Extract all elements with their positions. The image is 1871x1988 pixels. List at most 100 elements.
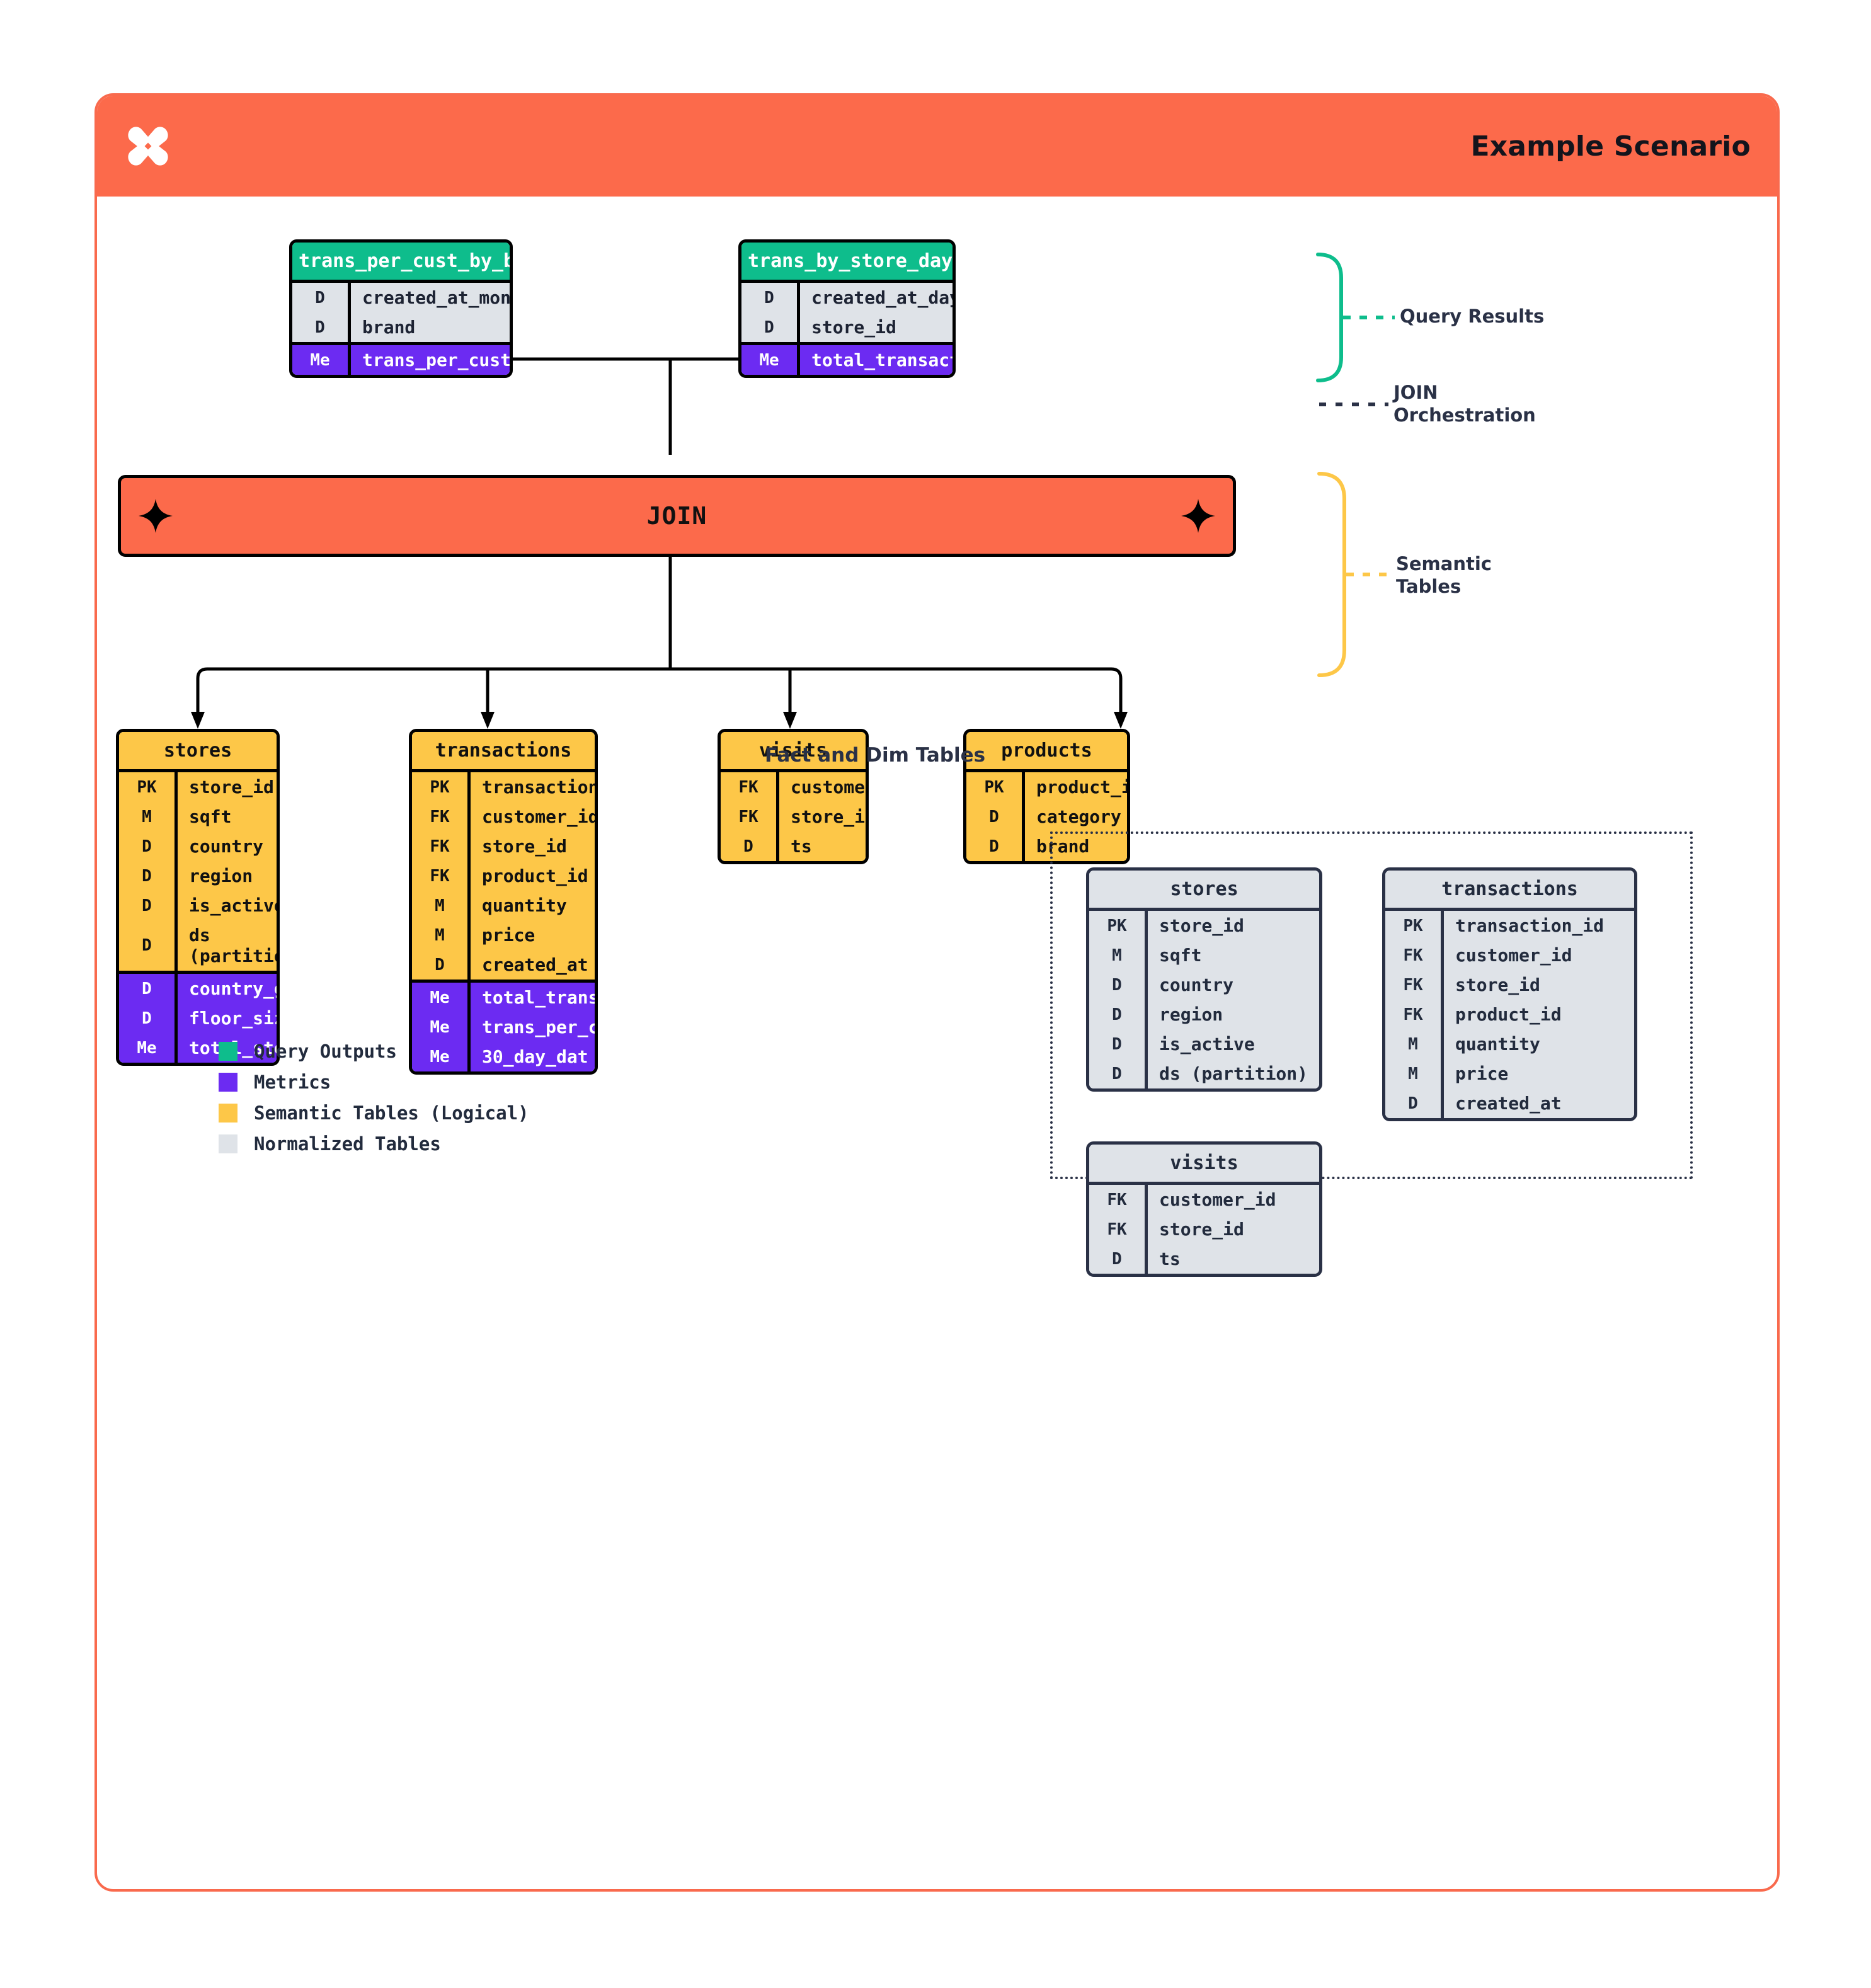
table-title: stores — [1089, 871, 1319, 911]
column-name: price — [467, 920, 595, 950]
table-title: products — [966, 732, 1127, 772]
column-name: created_at — [1441, 1088, 1634, 1118]
metric-key: Me — [759, 350, 779, 370]
column-name: price — [1441, 1059, 1634, 1088]
metrics-section: Me total_transactions — [741, 342, 953, 375]
column-key: FK — [1403, 975, 1423, 995]
join-label: JOIN — [646, 502, 707, 530]
column-name: region — [1145, 1000, 1319, 1029]
legend: Query Outputs Metrics Semantic Tables (L… — [219, 1041, 529, 1164]
table-title: trans_by_store_day — [741, 243, 953, 283]
sparkle-icon — [1181, 499, 1215, 533]
annotation-line-1: JOIN — [1393, 382, 1438, 403]
metric-name: trans_per_cust — [348, 345, 510, 375]
column-name: quantity — [1441, 1029, 1634, 1059]
annotation-query-results: Query Results — [1400, 306, 1545, 327]
column-key: FK — [430, 837, 450, 856]
table-row: D store_id — [741, 312, 953, 342]
column-name: country — [1145, 970, 1319, 1000]
table-row: D brand — [292, 312, 510, 342]
column-key: D — [435, 955, 445, 974]
column-key: M — [1408, 1034, 1418, 1054]
column-key: D — [1408, 1094, 1418, 1113]
table-title: visits — [721, 732, 866, 772]
metric-name: floor_size — [175, 1003, 277, 1033]
table-title: stores — [119, 732, 277, 772]
column-name: product_id — [1022, 772, 1127, 802]
table-row: D created_at_month — [292, 283, 510, 312]
metrics-section: Me trans_per_cust — [292, 342, 510, 375]
table-body: D created_at_month D brand — [292, 283, 510, 342]
column-name: created_at_month — [348, 283, 510, 312]
column-key: M — [1112, 945, 1122, 965]
column-key: D — [142, 896, 152, 915]
column-name: store_id — [797, 312, 953, 342]
metric-row: Me trans_per_cust — [412, 1012, 595, 1042]
column-name: customer_id — [1145, 1185, 1319, 1214]
column-name: ts — [1145, 1244, 1319, 1274]
legend-swatch-query-outputs — [219, 1042, 237, 1061]
table-row: D created_at_day — [741, 283, 953, 312]
column-key: D — [315, 317, 325, 337]
butterfly-x-logo-icon — [128, 127, 168, 166]
column-key: D — [989, 807, 999, 826]
column-name: store_id — [467, 831, 595, 861]
query-result-table-0[interactable]: trans_per_cust_by_brand_month D created_… — [289, 239, 513, 378]
column-name: region — [175, 861, 277, 891]
column-key: D — [1112, 1034, 1122, 1054]
column-name: ds (partition) — [1145, 1059, 1319, 1088]
column-key: D — [764, 288, 774, 307]
column-name: product_id — [467, 861, 595, 891]
column-name: store_id — [1145, 911, 1319, 940]
metric-key: D — [142, 1008, 152, 1028]
annotation-semantic-tables: Semantic Tables — [1396, 552, 1492, 598]
annotation-line-1: Semantic — [1396, 553, 1492, 574]
column-name: product_id — [1441, 1000, 1634, 1029]
column-key: FK — [738, 807, 758, 826]
column-key: D — [989, 837, 999, 856]
column-name: created_at — [467, 950, 595, 980]
column-key: M — [435, 925, 445, 945]
column-key: PK — [137, 777, 157, 797]
column-key: FK — [1403, 945, 1423, 965]
column-name: transaction_id — [1441, 911, 1634, 940]
metric-name: trans_per_cust — [467, 1012, 595, 1042]
fact-and-dim-group — [1050, 831, 1693, 1179]
metric-key: Me — [310, 350, 330, 370]
column-key: D — [142, 866, 152, 886]
metric-key: Me — [430, 1017, 450, 1037]
query-result-table-1[interactable]: trans_by_store_day D created_at_day D st… — [738, 239, 956, 378]
table-title: transactions — [1385, 871, 1634, 911]
column-key: D — [142, 837, 152, 856]
legend-label: Query Outputs — [254, 1041, 397, 1062]
column-key: FK — [430, 866, 450, 886]
legend-item: Metrics — [219, 1071, 529, 1093]
join-orchestration-bar[interactable]: JOIN — [118, 475, 1236, 557]
